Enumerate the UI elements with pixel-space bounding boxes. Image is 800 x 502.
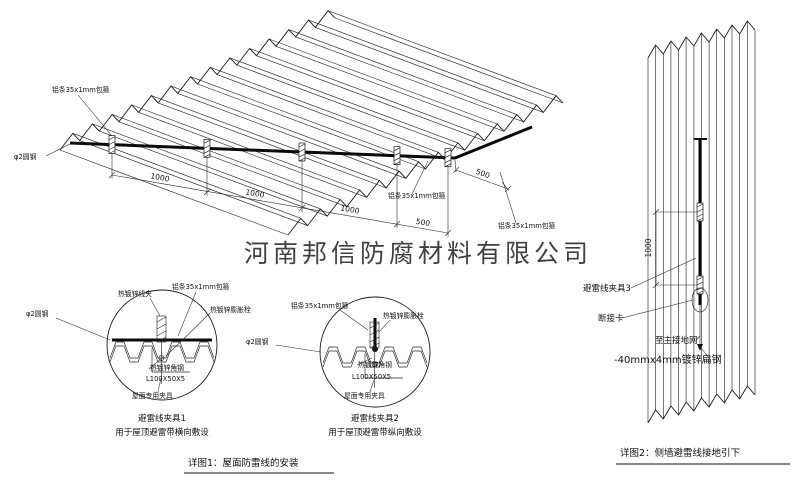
- leader-round-steel: [45, 143, 71, 157]
- leader-roof-clamp-d1: [157, 377, 162, 393]
- roof-isometric-view: [59, 10, 564, 236]
- detail-1-clamp-hatch: [156, 316, 167, 343]
- leader-round-steel-d2: [275, 344, 322, 353]
- label-break-card: 断接卡: [598, 313, 624, 324]
- label-round-steel: φ2圆钢: [14, 152, 37, 161]
- label-angle-spec-d1: L100X50X5: [146, 375, 185, 383]
- label-alu-strip-d2: 铝条35x1mm包箍: [291, 301, 349, 310]
- detail-1-circle: [106, 289, 218, 401]
- dimension-extension-lines: [111, 153, 449, 237]
- wire-clamp-mark: [393, 146, 401, 166]
- detail-1-bolt: [158, 355, 165, 361]
- label-round-steel-d2: φ2圆钢: [246, 337, 269, 346]
- leader-to-ground: [695, 335, 701, 341]
- leader-alu-right: [499, 171, 517, 224]
- roof-labels: 铝条35x1mm包箍 φ2圆钢 铝条35x1mm包箍 铝条35x1mm包箍: [14, 85, 556, 230]
- detail-view-2: 铝条35x1mm包箍 热镀锌膨胀栓 φ2圆钢 热镀锌角钢 L100X50X5 屋…: [246, 296, 431, 438]
- dim-label-1000-a: 1000: [150, 171, 171, 183]
- label-clamp3: 避雷线夹具3: [583, 283, 631, 294]
- wall-corrugation-lines: [647, 21, 756, 423]
- company-watermark: 河南邦信防腐材料有限公司: [244, 239, 592, 268]
- leader-wire-clamp: [149, 297, 161, 317]
- label-angle-steel-d1: 热镀锌角钢: [150, 363, 184, 372]
- caption-detail-1: 详图1：屋面防雷线的安装: [188, 457, 299, 469]
- detail-1-subtitle: 用于屋顶避雷带横向敷设: [115, 427, 209, 438]
- leader-alu-top: [77, 94, 113, 137]
- captions: 详图1：屋面防雷线的安装 详图2：侧墙避雷线接地引下: [184, 447, 790, 474]
- wire-clamp-mark: [444, 148, 452, 168]
- label-alu-strip-d1: 铝条35x1mm包箍: [172, 282, 230, 291]
- leader-roof-clamp-d2: [369, 379, 375, 393]
- dimension-line: [111, 174, 449, 234]
- detail-2-title: 避雷线夹具2: [351, 413, 399, 424]
- ground-arrow: [697, 344, 703, 351]
- leader-angle-steel-d1: [148, 356, 164, 370]
- detail-view-1: 热镀锌线夹 铝条35x1mm包箍 热镀锌膨胀栓 φ2圆钢 热镀锌角钢 L100X…: [26, 282, 251, 438]
- wire-clamp-mark: [203, 138, 211, 158]
- detail-2-clamp-hatch: [369, 322, 380, 349]
- lightning-wire: [69, 125, 533, 160]
- caption-detail-2: 详图2：侧墙避雷线接地引下: [620, 447, 740, 459]
- leader-flat-steel: [700, 347, 711, 360]
- label-to-ground: 至主接地网: [655, 335, 698, 346]
- wire-clamp-mark: [108, 135, 116, 154]
- dim-label-1000-b: 1000: [245, 187, 266, 199]
- wire-clamp-mark: [298, 142, 306, 162]
- wall-dim-label-1000: 1000: [644, 238, 653, 257]
- leader-alu-d1: [177, 291, 197, 337]
- label-roof-clamp-d2: 屋面专用夹具: [344, 391, 385, 400]
- wall-dimension: [652, 208, 698, 289]
- leader-break-card: [621, 299, 694, 319]
- dimension-ticks: [108, 171, 452, 237]
- dim-label-1000-c: 1000: [340, 203, 361, 215]
- label-alu-strip-mid: 铝条35x1mm包箍: [388, 191, 446, 200]
- detail-1-corrugation: [109, 345, 215, 363]
- detail-2-wire-end: [372, 346, 378, 352]
- label-alu-strip-top: 铝条35x1mm包箍: [52, 85, 110, 94]
- leader-expansion-bolt-d2: [378, 319, 391, 333]
- dim-label-right-500: 500: [475, 167, 492, 180]
- leader-expansion-bolt-d1: [165, 312, 211, 357]
- label-angle-steel-d2: 热镀锌角钢: [358, 360, 392, 369]
- leader-clamp3: [630, 257, 697, 289]
- detail-1-title: 避雷线夹具1: [138, 413, 186, 424]
- wall-view: 1000 避雷线夹具3 断接卡 至主接地网 -40mmx4mm镀锌扁钢: [583, 20, 756, 424]
- detail-2-subtitle: 用于屋顶避雷带纵向敷设: [328, 427, 422, 438]
- label-roof-clamp-d1: 屋面专用夹具: [132, 391, 173, 400]
- detail-2-corrugation: [322, 350, 428, 368]
- roof-ridge-top-lines: [72, 10, 557, 219]
- detail-1-angle-steel: [151, 342, 190, 384]
- label-wire-clamp: 热镀锌线夹: [118, 289, 152, 298]
- detail-2-angle-steel: [364, 348, 403, 388]
- label-round-steel-d1: φ2圆钢: [26, 309, 49, 318]
- leader-angle-steel-d2: [356, 357, 373, 366]
- dim-label-500: 500: [415, 217, 431, 228]
- leader-round-steel-d1: [55, 317, 111, 341]
- leader-alu-d2: [339, 309, 369, 331]
- leader-alu-mid: [411, 160, 429, 195]
- label-alu-strip-right: 铝条35x1mm包箍: [498, 221, 556, 230]
- roof-ridge-lines: [59, 17, 564, 236]
- detail-2-bolt: [371, 361, 378, 367]
- label-angle-spec-d2: L100X50X5: [352, 373, 391, 381]
- label-expansion-bolt-d1: 热镀锌膨胀栓: [210, 305, 251, 314]
- label-expansion-bolt-d2: 热镀锌膨胀栓: [383, 311, 424, 320]
- roof-dimension-chain: 1000 1000 1000 500 500: [108, 153, 512, 237]
- label-flat-steel: -40mmx4mm镀锌扁钢: [614, 353, 722, 366]
